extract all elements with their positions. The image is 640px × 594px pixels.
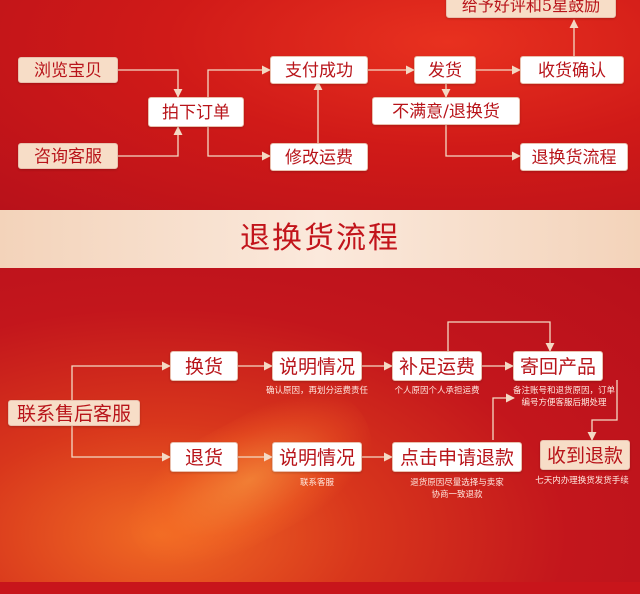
line-browse-to-order [118,69,183,98]
line-cs-to-refund [71,426,171,462]
note-send-back-2: 编号方便客服后期处理 [521,398,607,408]
section-title: 退换货流程 [240,221,400,256]
node-receive-refund: 收到退款 [540,440,630,470]
line-order-to-modify [207,127,271,161]
connector-lines [71,19,618,462]
node-consult: 咨询客服 [18,143,118,169]
line-sendback-to-receive [587,380,618,441]
line-consult-to-order [118,126,183,157]
line-unsatisfied-to-process [445,124,521,161]
note-explain-1: 确认原因，再划分运费责任 [265,386,368,396]
node-confirm-receipt: 收货确认 [520,56,624,84]
node-explain-2: 说明情况 [272,442,362,472]
node-pay-shipping: 补足运费 [392,351,482,381]
note-apply-refund-2: 协商一致退款 [431,490,483,500]
section-band [0,210,640,268]
node-unsatisfied: 不满意/退换货 [372,97,520,125]
node-contact-cs: 联系售后客服 [8,400,140,426]
line-order-to-pay [207,65,271,97]
node-apply-refund: 点击申请退款 [392,442,522,472]
node-ship: 发货 [414,56,476,84]
node-exchange: 换货 [170,351,238,381]
node-place-order: 拍下订单 [148,97,244,127]
node-send-back: 寄回产品 [513,351,603,381]
line-cs-to-exchange [71,361,171,400]
line-pay-top-loop [447,321,555,352]
note-explain-2: 联系客服 [299,478,334,488]
node-browse: 浏览宝贝 [18,57,118,83]
top-background [0,0,640,210]
node-refund: 退货 [170,442,238,472]
note-pay-shipping: 个人原因个人承担运费 [394,386,480,396]
note-receive-refund: 七天内办理换货发货手续 [535,476,629,486]
note-apply-refund-1: 退货原因尽量选择与卖家 [410,478,504,488]
node-explain-1: 说明情况 [272,351,362,381]
node-modify-shipping: 修改运费 [270,143,368,171]
note-send-back-1: 备注账号和退货原因，订单 [512,386,615,396]
node-pay-success: 支付成功 [270,56,368,84]
node-good-review: 给予好评和5星鼓励 [446,0,616,18]
node-return-process: 退换货流程 [520,143,628,171]
line-apply-to-sendback [492,393,515,440]
